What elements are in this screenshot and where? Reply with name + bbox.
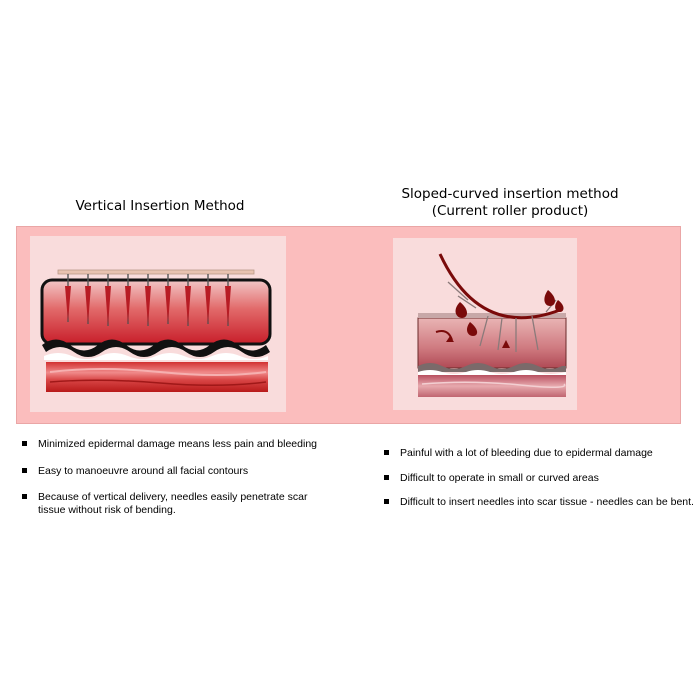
sloped-needles — [447, 281, 557, 352]
bullet-item: Easy to manoeuvre around all facial cont… — [22, 465, 332, 478]
lower-tissue-layer — [418, 375, 566, 397]
sloped-method-bullets: Painful with a lot of bleeding due to ep… — [384, 447, 700, 521]
bullet-item: Painful with a lot of bleeding due to ep… — [384, 447, 700, 460]
bullet-item: Difficult to insert needles into scar ti… — [384, 496, 700, 509]
sloped-method-title: Sloped-curved insertion method (Current … — [370, 186, 650, 220]
lower-tissue-line — [421, 381, 566, 388]
sloped-insertion-diagram — [417, 253, 567, 397]
bullet-item: Difficult to operate in small or curved … — [384, 472, 700, 485]
needle-plate — [57, 269, 255, 275]
lower-tissue-layer — [46, 362, 268, 392]
sloped-method-title-line1: Sloped-curved insertion method — [401, 186, 619, 202]
sloped-method-title-line2: (Current roller product) — [431, 203, 589, 219]
dermis-wave — [418, 363, 566, 372]
vertical-method-bullets: Minimized epidermal damage means less pa… — [22, 438, 332, 530]
lower-tissue-line — [49, 379, 267, 387]
roller-arc — [438, 253, 561, 320]
blood-drops — [435, 290, 564, 348]
needle-channels — [65, 286, 231, 326]
dermis-wave — [42, 339, 270, 357]
bullet-item: Because of vertical delivery, needles ea… — [22, 491, 332, 516]
epidermis-layer — [418, 313, 566, 318]
bullet-item: Minimized epidermal damage means less pa… — [22, 438, 332, 451]
vertical-insertion-diagram — [40, 269, 272, 392]
dermis-wave-highlight — [44, 353, 268, 360]
lower-tissue-line — [49, 368, 267, 376]
tissue-block — [40, 278, 272, 346]
tissue-block — [417, 317, 567, 369]
vertical-method-title: Vertical Insertion Method — [75, 198, 245, 214]
dermis-wave-highlight — [418, 370, 566, 375]
